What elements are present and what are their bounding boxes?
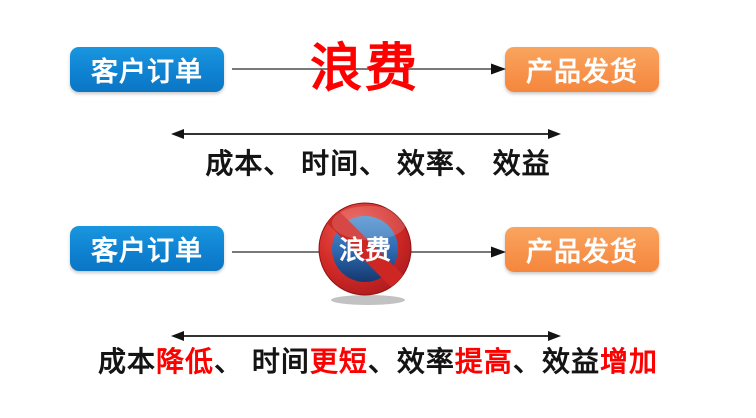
double-arrow-bottom — [171, 331, 561, 341]
no-waste-label: 浪费 — [339, 235, 391, 265]
flow-arrow-top — [232, 63, 506, 75]
metric-segment: 降低 — [156, 346, 215, 377]
metric-segment: 、 — [214, 346, 252, 377]
double-arrow-top — [171, 129, 561, 139]
customer-order-box-bottom: 客户订单 — [70, 226, 224, 271]
metric-segment: 、 — [367, 346, 397, 377]
metric-segment: 成本 — [98, 346, 157, 377]
customer-order-label-bottom: 客户订单 — [91, 236, 203, 266]
metric-segment: 时间 — [251, 346, 310, 377]
metric-segment: 效益 — [541, 346, 600, 377]
metric-segment: 、 — [512, 346, 542, 377]
product-shipping-box-bottom: 产品发货 — [505, 227, 659, 272]
customer-order-label-top: 客户订单 — [91, 57, 203, 87]
product-shipping-label-top: 产品发货 — [526, 57, 638, 87]
metrics-text-bottom: 成本降低、 时间更短、效率提高、效益增加 — [0, 340, 756, 380]
no-waste-prohibition-icon: 浪费 — [318, 202, 412, 305]
product-shipping-box-top: 产品发货 — [505, 47, 659, 92]
product-shipping-label-bottom: 产品发货 — [526, 237, 638, 267]
metric-segment: 增加 — [599, 346, 658, 377]
icon-shadow — [331, 295, 405, 305]
metric-segment: 更短 — [309, 346, 368, 377]
metric-segment: 效率 — [396, 346, 455, 377]
metric-segment: 提高 — [454, 346, 513, 377]
metrics-text-top: 成本、 时间、 效率、 效益 — [205, 148, 551, 179]
customer-order-box-top: 客户订单 — [70, 47, 224, 92]
waste-label-top: 浪费 — [309, 40, 420, 98]
